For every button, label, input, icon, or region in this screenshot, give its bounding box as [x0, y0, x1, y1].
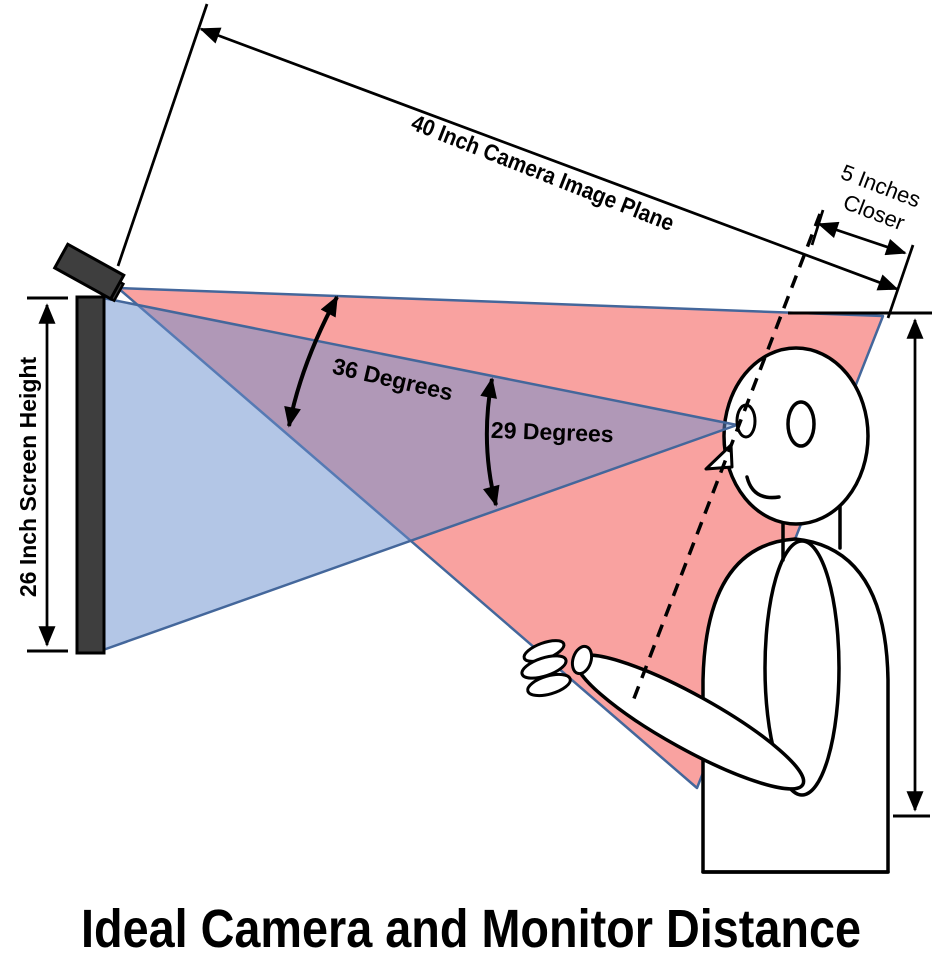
- screen-height-label: 26 Inch Screen Height: [15, 357, 41, 598]
- image-plane-extension-right: [886, 244, 915, 319]
- image-plane-label: 40 Inch Camera Image Plane: [408, 109, 678, 236]
- smile: [745, 475, 781, 500]
- image-plane-extension-left: [116, 3, 209, 267]
- thumb: [570, 644, 594, 676]
- upper-arm: [763, 539, 841, 797]
- closer-dimension-arrow: [817, 221, 907, 256]
- image-plane-dimension-arrow: [199, 27, 899, 291]
- ear: [786, 400, 816, 448]
- camera-angle-arc: [284, 295, 339, 428]
- person: [520, 346, 890, 874]
- monitor-screen: [75, 295, 106, 655]
- diagram-title: Ideal Camera and Monitor Distance: [81, 899, 861, 959]
- monitor-angle-arc: [480, 377, 500, 507]
- camera-body: [52, 242, 126, 301]
- finger-3: [526, 672, 572, 698]
- closer-label: 5 Inches Closer: [828, 159, 930, 240]
- monitor-angle-label: 29 Degrees: [490, 417, 614, 447]
